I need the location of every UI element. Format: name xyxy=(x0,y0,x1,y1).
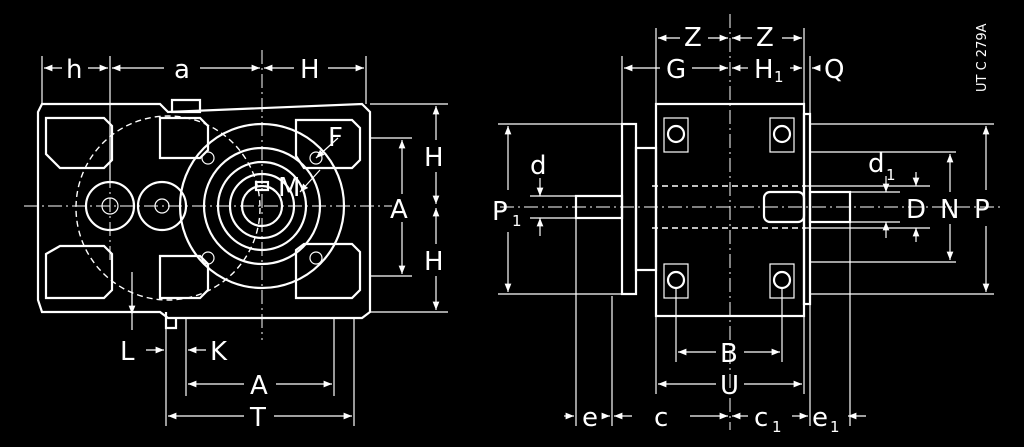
label-c1: c xyxy=(754,403,768,433)
label-H1: H xyxy=(754,55,774,85)
top-left-pocket xyxy=(44,116,114,170)
label-H-right-upper: H xyxy=(424,143,444,173)
side-view: Z Z G H 1 Q P 1 d d 1 xyxy=(492,14,1000,436)
label-M: M xyxy=(278,173,300,203)
leader-F xyxy=(315,137,339,159)
right-top-pocket xyxy=(294,118,362,170)
bolt-side xyxy=(666,270,686,290)
leader-M xyxy=(299,169,321,193)
bolt-pad xyxy=(663,117,689,153)
label-P1: P xyxy=(492,197,508,227)
label-P1-sub: 1 xyxy=(512,212,522,230)
label-L: L xyxy=(120,337,135,367)
label-e: e xyxy=(582,403,598,433)
label-h: h xyxy=(66,55,82,85)
label-c1-sub: 1 xyxy=(772,418,782,436)
label-N: N xyxy=(940,195,959,225)
bolt-side xyxy=(772,124,792,144)
bolt-side xyxy=(772,270,792,290)
front-view: h a H H H A F M L K A xyxy=(24,50,448,433)
label-a: a xyxy=(174,55,190,85)
housing-outline xyxy=(36,102,372,320)
label-F: F xyxy=(328,123,343,153)
label-e1: e xyxy=(812,403,828,433)
label-D: D xyxy=(906,195,926,225)
mid-top-pocket xyxy=(158,116,210,160)
label-K: K xyxy=(210,337,228,367)
mid-bottom-pocket xyxy=(158,254,210,300)
drawing-code: UT C 279A xyxy=(975,23,990,92)
label-H-top: H xyxy=(300,55,320,85)
top-lug xyxy=(170,98,202,114)
input-flange xyxy=(620,122,638,296)
label-Z-right: Z xyxy=(756,23,774,53)
label-U: U xyxy=(720,371,739,401)
label-c: c xyxy=(654,403,668,433)
bolt-pad xyxy=(769,117,795,153)
bottom-left-pocket xyxy=(44,244,114,300)
bolt-hole xyxy=(309,251,323,265)
adapter xyxy=(634,146,658,272)
label-d: d xyxy=(530,151,547,181)
internal-gear-circle xyxy=(75,115,261,301)
label-d1: d xyxy=(868,149,885,179)
bolt-hole xyxy=(201,251,215,265)
label-G: G xyxy=(666,55,686,85)
label-Q: Q xyxy=(824,55,844,85)
label-P: P xyxy=(974,195,990,225)
label-e1-sub: 1 xyxy=(830,418,840,436)
label-B: B xyxy=(720,339,738,369)
right-bottom-pocket xyxy=(294,242,362,300)
label-Z-left: Z xyxy=(684,23,702,53)
label-H-right-lower: H xyxy=(424,247,444,277)
bottom-lug xyxy=(164,312,178,330)
bolt-hole xyxy=(201,151,215,165)
label-H1-sub: 1 xyxy=(774,68,784,86)
bolt-side xyxy=(666,124,686,144)
label-T: T xyxy=(249,403,266,433)
label-A-right: A xyxy=(390,195,408,225)
label-d1-sub: 1 xyxy=(886,166,896,184)
label-A-bottom: A xyxy=(250,371,268,401)
